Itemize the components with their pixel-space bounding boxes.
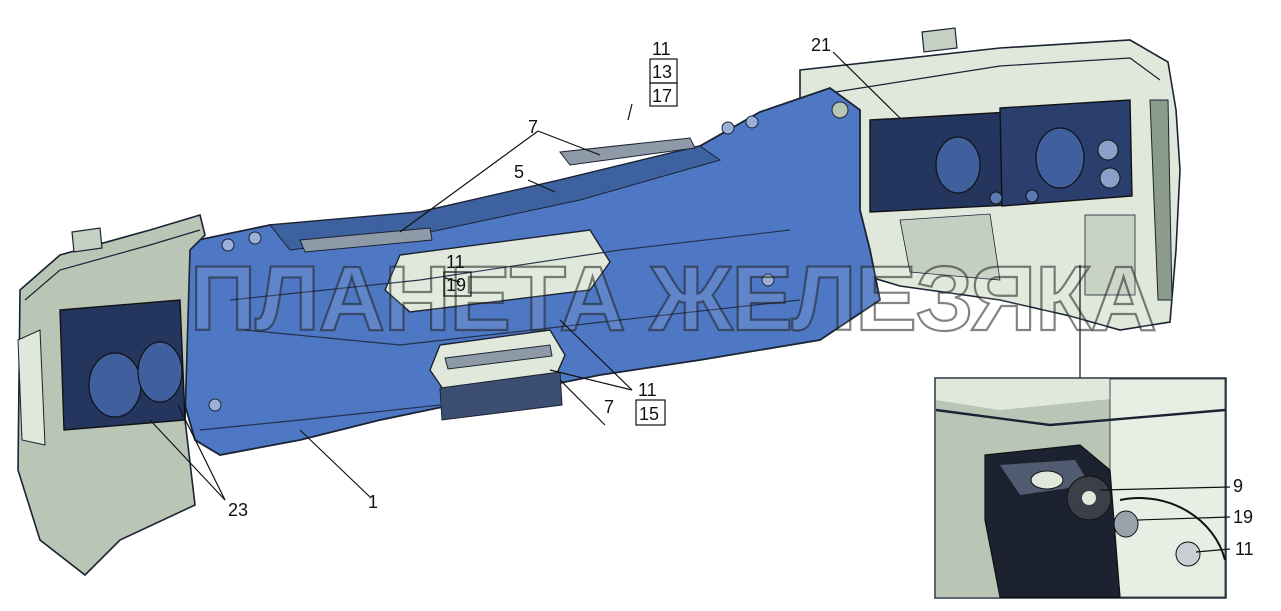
main-bumper-beam (148, 86, 882, 456)
callout-9: 9 (1233, 476, 1243, 496)
stack-top-2: 13 (652, 62, 672, 82)
callout-stack-bottom: 11 15 (635, 380, 666, 426)
stack-bottom-2: 15 (639, 404, 659, 424)
stack-mid-2: 19 (446, 275, 466, 295)
callout-23: 23 (228, 500, 248, 520)
callout-stack-top: 11 13 17 (649, 39, 678, 107)
left-headlamp (59, 299, 186, 431)
callout-5: 5 (514, 162, 524, 182)
callout-1: 1 (368, 492, 378, 512)
detail-inset (934, 377, 1231, 599)
stack-top-3: 17 (652, 86, 672, 106)
stack-mid-1: 11 (446, 252, 465, 272)
right-headlamp (869, 99, 1133, 213)
callout-19-inset: 19 (1233, 507, 1253, 527)
stack-bottom-1: 11 (638, 380, 657, 400)
callout-7-top: 7 (528, 117, 538, 137)
callout-7-bottom: 7 (604, 397, 614, 417)
callout-21: 21 (811, 35, 831, 55)
leader-lines (149, 51, 1081, 501)
step-plate-lower (444, 344, 553, 370)
left-end-cap (17, 213, 206, 577)
stack-top-1: 11 (652, 39, 671, 59)
watermark-text: ПЛАНЕТА ЖЕЛЕЗЯКА (190, 248, 1156, 350)
callout-labels: 21 7 5 1 23 7 11 13 17 11 19 11 15 9 19 … (228, 35, 1254, 559)
step-plate-upper (299, 137, 696, 253)
callout-11-inset: 11 (1235, 539, 1254, 559)
callout-stack-mid: 11 19 (443, 252, 472, 297)
